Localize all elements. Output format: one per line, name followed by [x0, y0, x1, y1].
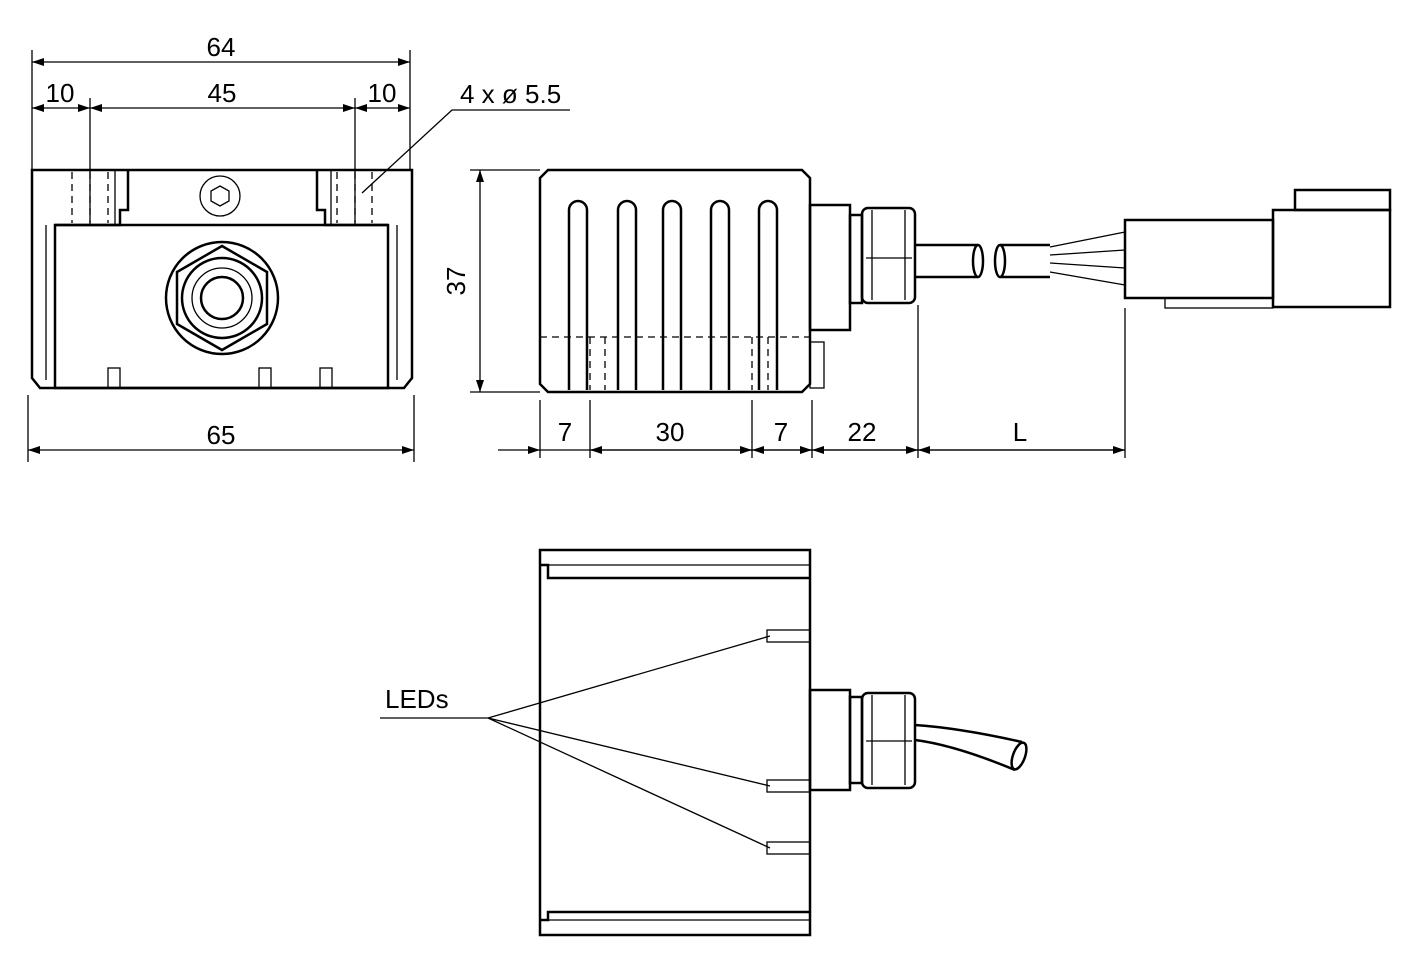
dim-cable-length: L — [1013, 417, 1027, 447]
front-view: 64 10 45 10 4 x ø 5.5 65 — [27, 32, 570, 462]
dim-connector: 22 — [848, 417, 877, 447]
dim-c: 7 — [774, 417, 788, 447]
dim-right-offset: 10 — [368, 78, 397, 108]
led-icon — [766, 779, 811, 793]
led-icon — [766, 841, 811, 855]
bottom-view: LEDs — [380, 548, 1028, 937]
dim-height: 37 — [441, 267, 471, 296]
dim-a: 7 — [558, 417, 572, 447]
dim-total-width: 64 — [207, 32, 236, 62]
dim-hole-spacing: 45 — [208, 78, 237, 108]
dim-holes: 4 x ø 5.5 — [460, 79, 561, 109]
dim-base-width: 65 — [207, 420, 236, 450]
side-view: 37 7 30 7 22 L — [441, 168, 1392, 458]
leds-label: LEDs — [385, 684, 449, 714]
led-icon — [766, 629, 811, 643]
dim-left-offset: 10 — [46, 78, 75, 108]
screw-head-icon — [199, 175, 241, 217]
cable-gland-icon — [164, 240, 280, 356]
dim-b: 30 — [656, 417, 685, 447]
